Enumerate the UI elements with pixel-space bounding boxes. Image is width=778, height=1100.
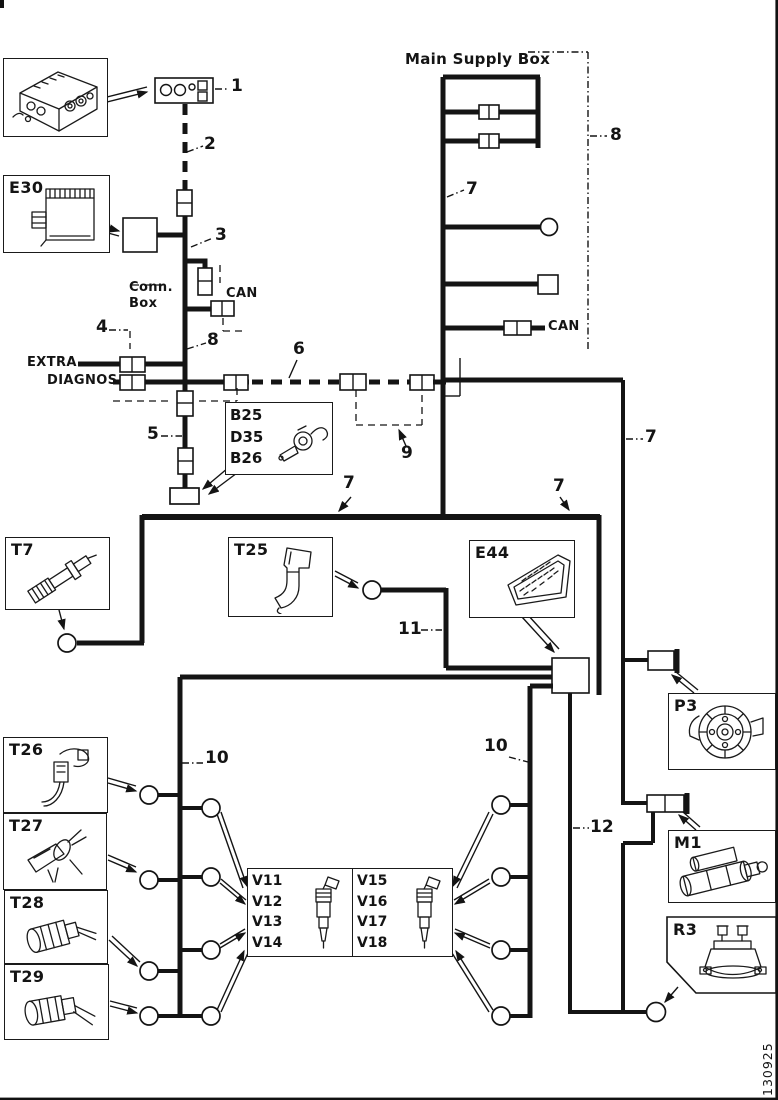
callout-7-supply: 7 <box>466 179 478 199</box>
b25-sensor-illustration <box>278 425 329 462</box>
m1-label: M1 <box>674 833 702 852</box>
b25-callout-box: B25 D35 B26 <box>225 402 333 475</box>
t25-label: T25 <box>234 540 269 559</box>
valve-label-v15: V15 <box>357 873 388 889</box>
extra-label: EXTRA <box>27 355 77 370</box>
t29-sensor-illustration <box>24 995 96 1026</box>
conn-box-label-line2: Box <box>129 296 158 311</box>
callout-11: 11 <box>398 619 422 639</box>
valve-labels-right: V15 V16 V17 V18 <box>357 871 387 953</box>
p3-callout-box: P3 <box>668 693 776 770</box>
injector-illustration-right <box>416 876 441 949</box>
t27-label: T27 <box>9 816 44 835</box>
t7-label: T7 <box>11 540 34 559</box>
b25-label: B25 <box>230 406 263 424</box>
t26-sensor-illustration <box>41 748 90 807</box>
middle-trunk-wiring <box>57 514 602 1018</box>
valve-labels-left: V11 V12 V13 V14 <box>252 871 282 953</box>
valve-group-left-box: V11 V12 V13 V14 <box>247 868 353 957</box>
figure-number: 130925 <box>760 1042 775 1096</box>
connector-strip-1 <box>154 77 214 104</box>
callout-1: 1 <box>231 76 243 96</box>
t27-sensor-illustration <box>27 829 87 883</box>
t28-label: T28 <box>10 893 45 912</box>
valve-label-v12: V12 <box>252 893 283 910</box>
callout-3: 3 <box>215 225 227 245</box>
main-supply-box-title: Main Supply Box <box>405 50 551 68</box>
callout-10-right: 10 <box>484 736 508 756</box>
valve-label-v13: V13 <box>252 914 283 931</box>
left-harness-wiring <box>78 104 446 505</box>
t7-sensor-illustration <box>27 554 97 604</box>
t26-callout-box: T26 <box>3 737 108 813</box>
callout-8: 8 <box>610 125 622 145</box>
can-label-right: CAN <box>548 319 580 334</box>
callout-9: 9 <box>401 443 413 463</box>
t25-callout-box: T25 <box>228 537 333 617</box>
t29-callout-box: T29 <box>4 964 109 1040</box>
t26-label: T26 <box>9 740 44 759</box>
valve-label-v16: V16 <box>357 893 388 910</box>
right-branch-wiring <box>568 649 777 1023</box>
callout-2: 2 <box>204 134 216 154</box>
callout-6: 6 <box>293 339 305 359</box>
r3-callout-box <box>666 916 777 994</box>
e30-label: E30 <box>9 178 44 197</box>
valve-label-v14: V14 <box>252 934 283 951</box>
main-supply-box-wiring <box>355 51 625 805</box>
valve-label-v18: V18 <box>357 934 388 951</box>
t7-callout-box: T7 <box>5 537 110 610</box>
injector-harness-wiring <box>139 785 531 1026</box>
diagnos-label: DIAGNOS <box>47 373 118 388</box>
t25-sensor-illustration <box>274 547 312 614</box>
p3-label: P3 <box>674 696 698 715</box>
callout-12: 12 <box>590 817 614 837</box>
t28-callout-box: T28 <box>4 890 108 964</box>
r3-component-illustration <box>699 925 767 979</box>
valve-group-right-box: V15 V16 V17 V18 <box>352 868 453 957</box>
callout-10-left: 10 <box>205 748 229 768</box>
valve-label-v11: V11 <box>252 873 283 889</box>
t27-callout-box: T27 <box>3 813 107 890</box>
callout-7-mid-right: 7 <box>553 476 565 496</box>
m1-starter-illustration <box>679 846 768 897</box>
leader-lines <box>57 86 701 1015</box>
injector-illustration-left <box>315 876 340 949</box>
e44-ecu-illustration <box>507 554 571 606</box>
supply-unit-callout-box <box>3 58 108 137</box>
callout-4: 4 <box>96 317 108 337</box>
callout-7-mid-left: 7 <box>343 473 355 493</box>
can-label-upper: CAN <box>226 286 258 301</box>
e30-ecu-illustration <box>31 188 95 247</box>
b25-labels: B25 D35 B26 <box>230 405 263 470</box>
callout-8-conn-box: 8 <box>207 330 219 350</box>
m1-callout-box: M1 <box>668 830 776 903</box>
t28-sensor-illustration <box>26 919 97 954</box>
e30-callout-box: E30 <box>3 175 110 253</box>
t29-label: T29 <box>10 967 45 986</box>
e44-label: E44 <box>475 543 510 562</box>
e44-callout-box: E44 <box>469 540 575 618</box>
conn-box-label-line1: Conn. <box>129 280 173 295</box>
r3-label: R3 <box>673 920 698 939</box>
d35-label: D35 <box>230 427 264 446</box>
valve-label-v17: V17 <box>357 914 388 931</box>
supply-unit-illustration <box>12 71 98 132</box>
b26-label: B26 <box>230 449 263 467</box>
p3-alternator-illustration <box>688 705 764 759</box>
callout-5: 5 <box>147 424 159 444</box>
callout-7-right: 7 <box>645 427 657 447</box>
